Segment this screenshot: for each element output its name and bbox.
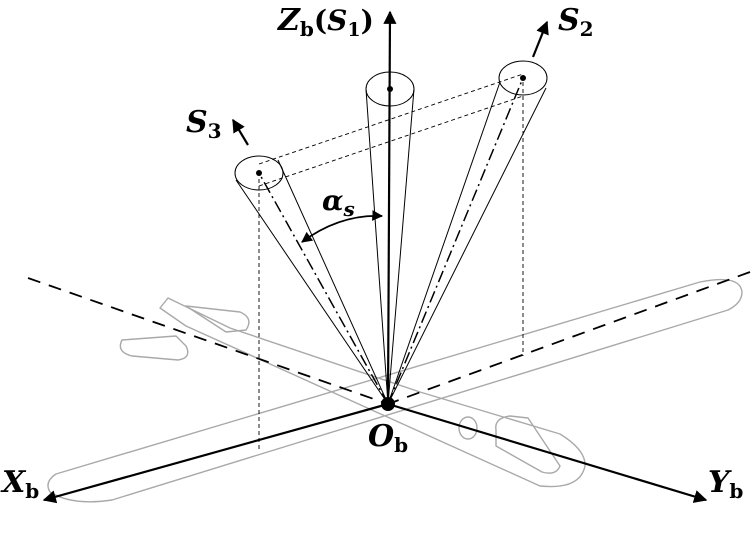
aircraft-porthole [458, 416, 478, 440]
aircraft-horizontal-stabilizer [185, 305, 250, 333]
yb-label: Yb [708, 465, 743, 503]
aircraft-fuselage [159, 297, 586, 488]
connector-s3-s2-bottom [258, 95, 524, 187]
aircraft-tail-fin [119, 335, 189, 361]
yb-axis [387, 402, 708, 503]
alpha-angle-arc [301, 210, 384, 243]
s2-direction-arrow [531, 20, 549, 58]
origin-point [381, 397, 395, 411]
xb-axis [42, 402, 389, 504]
cone-s3 [234, 155, 389, 405]
aircraft-wing [47, 278, 743, 503]
s3-label: S3 [186, 105, 222, 143]
cone-s2 [387, 60, 548, 405]
xb-axis-negative-dashed [27, 277, 389, 405]
origin-label: Ob [368, 419, 408, 457]
aircraft-cockpit-window [495, 415, 561, 474]
s2-label: S2 [558, 3, 594, 41]
aircraft-outline [47, 278, 743, 503]
connector-s3-s2-top [258, 73, 524, 165]
yb-axis-negative-dashed [387, 271, 751, 405]
s3-direction-arrow [232, 118, 249, 146]
zb-axis [383, 10, 397, 405]
alpha-s-label: αs [322, 184, 355, 221]
xb-label: Xb [0, 465, 39, 503]
zb-label: Zb(S1) [277, 3, 374, 41]
